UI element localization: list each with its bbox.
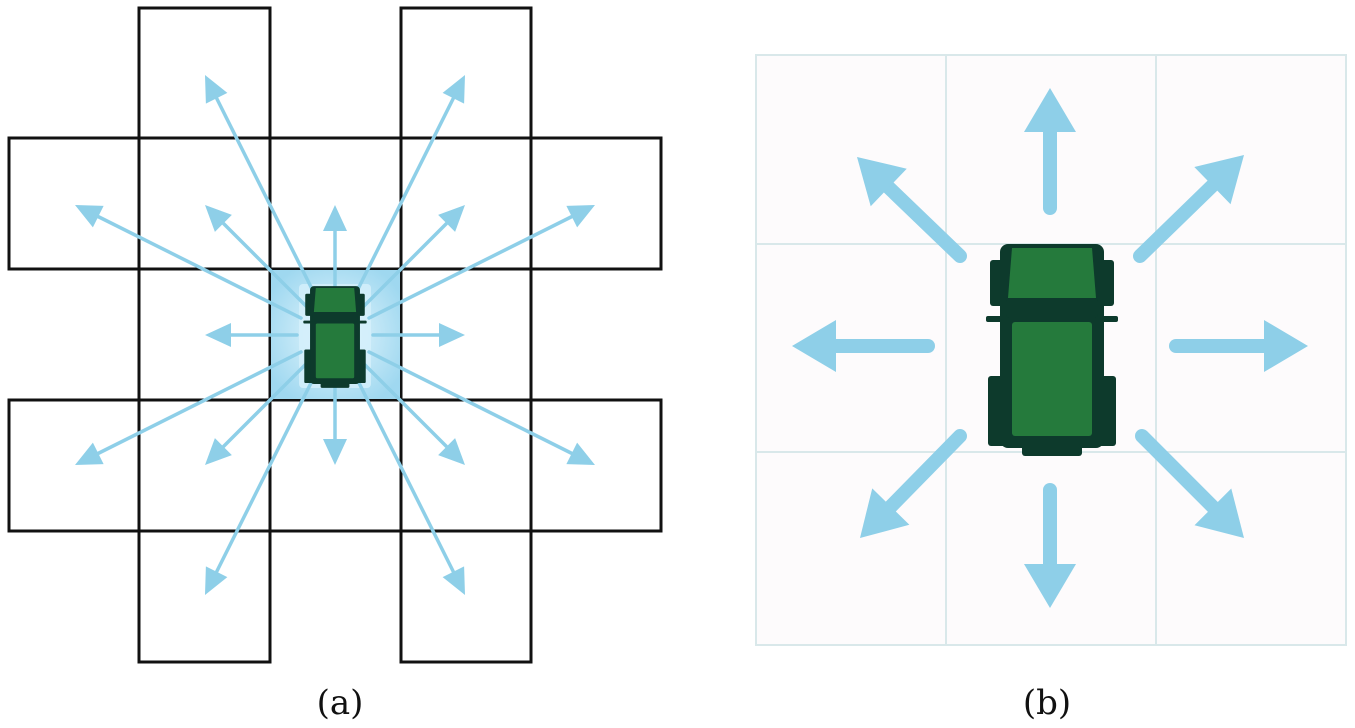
vehicle-icon [303,286,367,388]
panel-b-arrows [792,88,1308,608]
arrow-icon [323,205,347,299]
panel-b [755,54,1347,646]
grid-border [755,54,1347,646]
arrow-icon [860,429,967,538]
arrow-icon [350,367,465,595]
arrow-icon [1133,155,1244,263]
arrow-icon [205,367,320,595]
arrow-icon [75,350,303,465]
arrow-icon [205,75,320,303]
arrow-icon [360,360,465,465]
arrow-icon [1135,429,1244,538]
arrow-icon [857,157,967,263]
caption-b: (b) [1023,683,1071,723]
arrow-icon [75,205,303,320]
arrow-icon [1024,88,1076,215]
arrow-icon [367,205,595,320]
arrow-icon [792,320,935,372]
vehicle-icon [986,244,1118,456]
panel-a-arrows [75,75,595,595]
arrow-icon [350,75,465,303]
caption-a: (a) [317,683,364,723]
arrow-icon [1169,320,1308,372]
arrow-icon [360,205,465,310]
arrow-icon [205,360,310,465]
panel-a [7,6,663,664]
arrow-icon [205,205,310,310]
panel-a-grid [7,6,663,664]
arrow-icon [1024,483,1076,608]
arrow-icon [367,350,595,465]
arrow-icon [205,323,299,347]
arrow-icon [371,323,465,347]
